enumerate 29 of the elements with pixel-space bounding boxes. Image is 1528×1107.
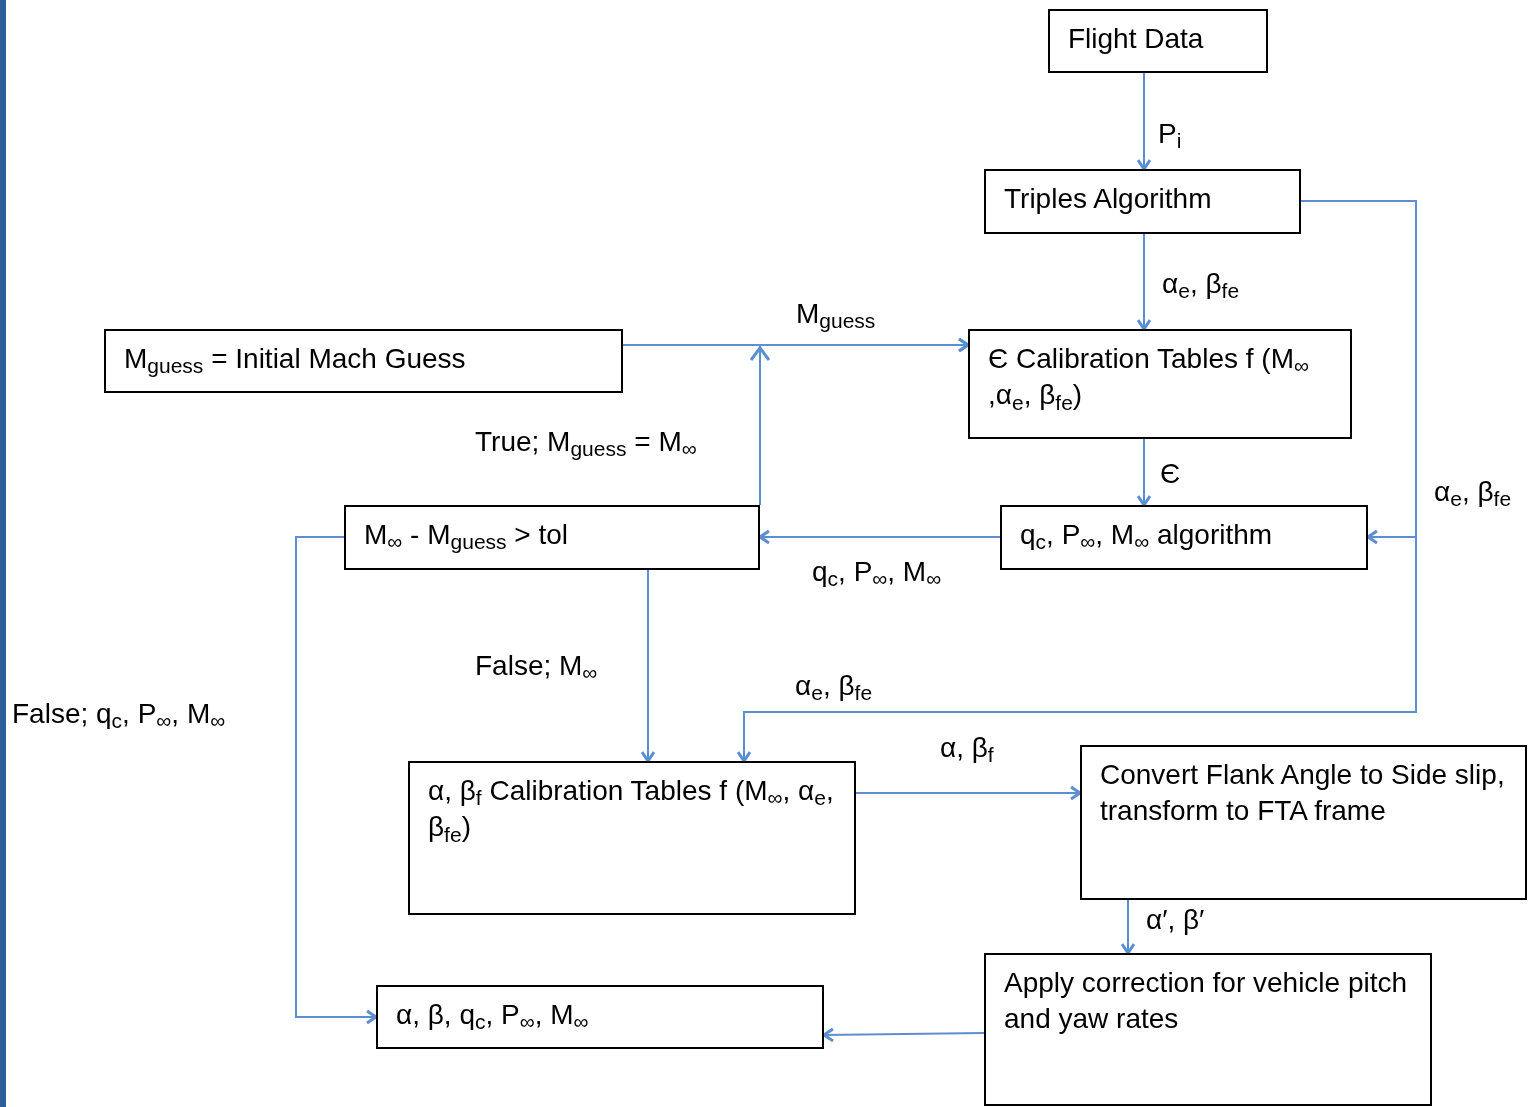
process-box <box>1000 505 1368 570</box>
arrow <box>1136 438 1152 507</box>
arrow <box>1136 72 1152 171</box>
process-box <box>376 985 824 1049</box>
box-text: Convert Flank Angle to Side slip, transform to FTA frame <box>1100 758 1506 829</box>
arrow <box>640 569 656 763</box>
arrow <box>855 785 1082 801</box>
process-box <box>1080 745 1527 900</box>
box-text: Triples Algorithm <box>1004 182 1213 216</box>
process-box <box>104 329 623 393</box>
box-text: α, β, q$_{c}$, P$_{∞}$, M$_{∞}$ <box>396 998 590 1034</box>
process-box <box>1048 9 1268 73</box>
box-text: Flight Data <box>1068 22 1205 56</box>
box-text: Apply correction for vehicle pitch and yaw rates <box>1004 966 1409 1037</box>
box-text: α, β$_{f}$ Calibration Tables f (M$_{∞}$, α$_{e}$, β$_{fe}$) <box>428 774 835 846</box>
box-text: q$_{c}$, P$_{∞}$, M$_{∞}$ algorithm <box>1020 518 1274 554</box>
arrow <box>295 536 378 1025</box>
process-box <box>968 329 1352 439</box>
arrow <box>1120 899 1136 955</box>
box-text: Є Calibration Tables f (M$_{∞}$ ,α$_{e}$, β$_{fe}$) <box>988 342 1310 414</box>
process-box <box>344 505 760 570</box>
arrow <box>1136 233 1152 331</box>
arrow <box>759 337 970 506</box>
box-text: M$_{guess}$ = Initial Mach Guess <box>124 342 467 378</box>
process-box <box>984 169 1301 234</box>
process-box <box>984 953 1432 1106</box>
arrow <box>736 200 1417 763</box>
process-box <box>408 761 856 915</box>
box-text: M$_{∞}$ - M$_{guess}$ > tol <box>364 518 570 554</box>
